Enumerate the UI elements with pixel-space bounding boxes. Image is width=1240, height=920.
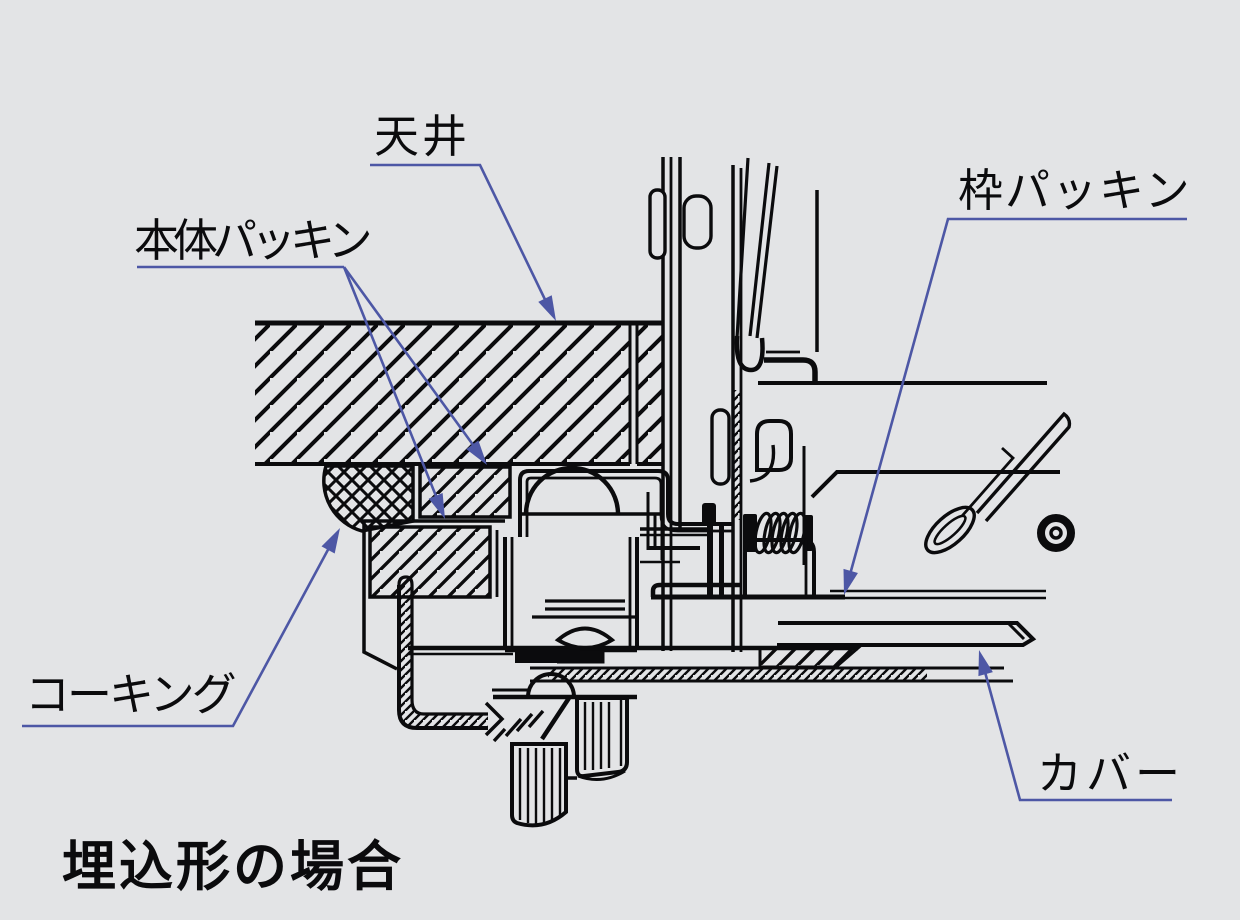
arrow-caulking (321, 528, 340, 554)
channel-end-lip (484, 701, 505, 737)
leader-lines (22, 163, 1187, 802)
caulking-bead (322, 464, 415, 533)
knurled-knob-left (510, 742, 568, 828)
mounting-bracket-channel (397, 575, 505, 737)
ceiling-slab (255, 320, 662, 466)
arrow-frame-packing (843, 568, 858, 595)
label-body-packing: 本体パッキン (134, 214, 370, 267)
spring (743, 511, 813, 555)
trim-frame (518, 465, 733, 560)
leader-frame-packing (844, 217, 1187, 590)
panel-hook (764, 357, 818, 381)
label-ceiling: 天井 (374, 110, 470, 163)
frame-verticals (648, 157, 819, 652)
knurled-knob-right (575, 696, 629, 782)
cover-assembly (408, 621, 1037, 828)
page-title: 埋込形の場合 (62, 835, 404, 898)
arrow-cover (978, 650, 993, 677)
leader-cover (980, 660, 1172, 802)
cover-slat (777, 621, 1037, 647)
bullseye-grommet (1037, 514, 1075, 552)
lens-detail (554, 626, 616, 650)
leader-body-packing (137, 265, 486, 512)
arrow-body-packing-1 (428, 493, 445, 519)
latch-assembly (640, 408, 845, 600)
blade-foot (734, 335, 765, 373)
frame-flange-wedge (758, 646, 863, 669)
arrow-ceiling (538, 295, 556, 321)
dome-profile (523, 465, 621, 515)
leader-caulking (22, 532, 339, 728)
fixture-housing (503, 537, 639, 653)
leader-ceiling (370, 163, 554, 315)
arrow-body-packing-2 (466, 440, 487, 465)
label-frame-packing: 枠パッキン (958, 164, 1192, 217)
body-packing-lower (362, 519, 505, 671)
tilted-blade (735, 157, 779, 339)
cotter-pin (924, 411, 1072, 555)
label-caulking: コーキング (25, 668, 236, 721)
label-cover: カバー (1037, 747, 1184, 800)
leader-arrowheads (321, 295, 993, 677)
frame-packing-strip (830, 589, 1046, 600)
soft-material-ticks (492, 709, 545, 743)
